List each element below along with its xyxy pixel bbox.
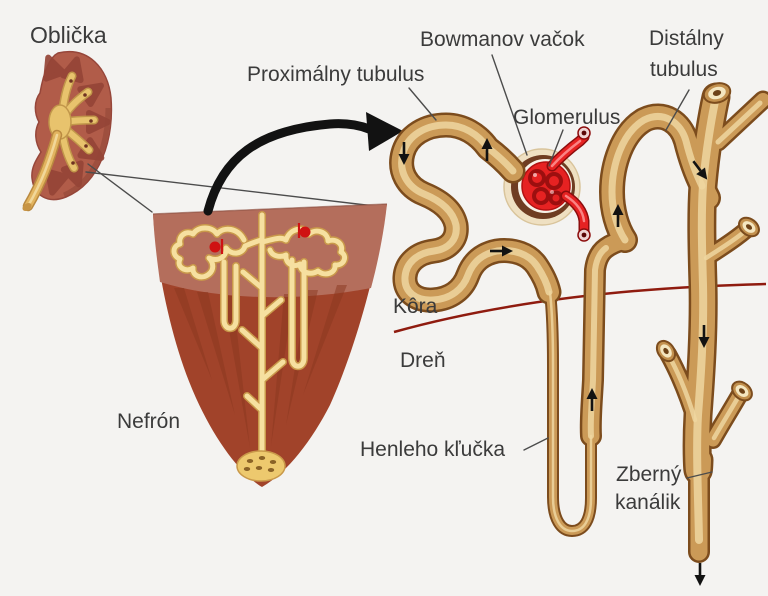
magnify-arrow-icon (203, 112, 403, 216)
open-vessel-end (577, 126, 591, 242)
nephron-detail (389, 82, 768, 588)
ureter (22, 129, 63, 212)
labels: Oblička Proximálny tubulus Bowmanov vačo… (30, 22, 724, 514)
pointer-proximal (408, 87, 437, 121)
label-nephron: Nefrón (117, 410, 180, 433)
renal-papilla (236, 450, 286, 482)
label-kidney: Oblička (30, 22, 107, 48)
open-tube-end (702, 82, 732, 104)
pointer-glomerulus (548, 129, 564, 167)
wedge-glomeruli (209, 223, 311, 254)
open-tube-ends (655, 82, 760, 402)
label-distal-tubule-line1: Distálny (649, 27, 724, 50)
papilla-dots (69, 79, 93, 165)
label-collecting-duct-line2: kanálik (615, 491, 681, 514)
flow-arrow-icon (693, 561, 707, 588)
label-cortex: Kôra (393, 295, 438, 318)
pointer-distal (665, 89, 690, 131)
open-tube-end (655, 339, 677, 363)
renal-pyramid-wedge (152, 203, 388, 487)
glomerulus-capillary-ball (521, 161, 571, 211)
label-pointer-lines (408, 54, 713, 479)
label-medulla: Dreň (400, 349, 446, 372)
label-collecting-duct-line1: Zberný (616, 463, 682, 486)
label-proximal-tubule: Proximálny tubulus (247, 63, 424, 86)
label-distal-tubule-line2: tubulus (650, 58, 718, 81)
zoom-indicator-line-lower (85, 171, 384, 208)
kidney-overview-illustration (22, 50, 113, 212)
label-glomerulus: Glomerulus (513, 106, 620, 129)
label-bowman-capsule: Bowmanov vačok (420, 28, 585, 51)
pointer-bowman (491, 54, 528, 156)
label-henle-loop: Henleho kľučka (360, 438, 505, 461)
glomerular-blood-vessels (546, 126, 591, 242)
zoom-indicator-line-upper (87, 163, 153, 213)
open-tube-end (731, 380, 753, 402)
pointer-zberny (686, 471, 713, 479)
open-tube-end (738, 216, 760, 238)
wedge-top-edge (152, 203, 388, 215)
wedge-nephrons (170, 211, 349, 482)
pointer-henle (523, 437, 549, 451)
medulla-striations (174, 285, 347, 448)
